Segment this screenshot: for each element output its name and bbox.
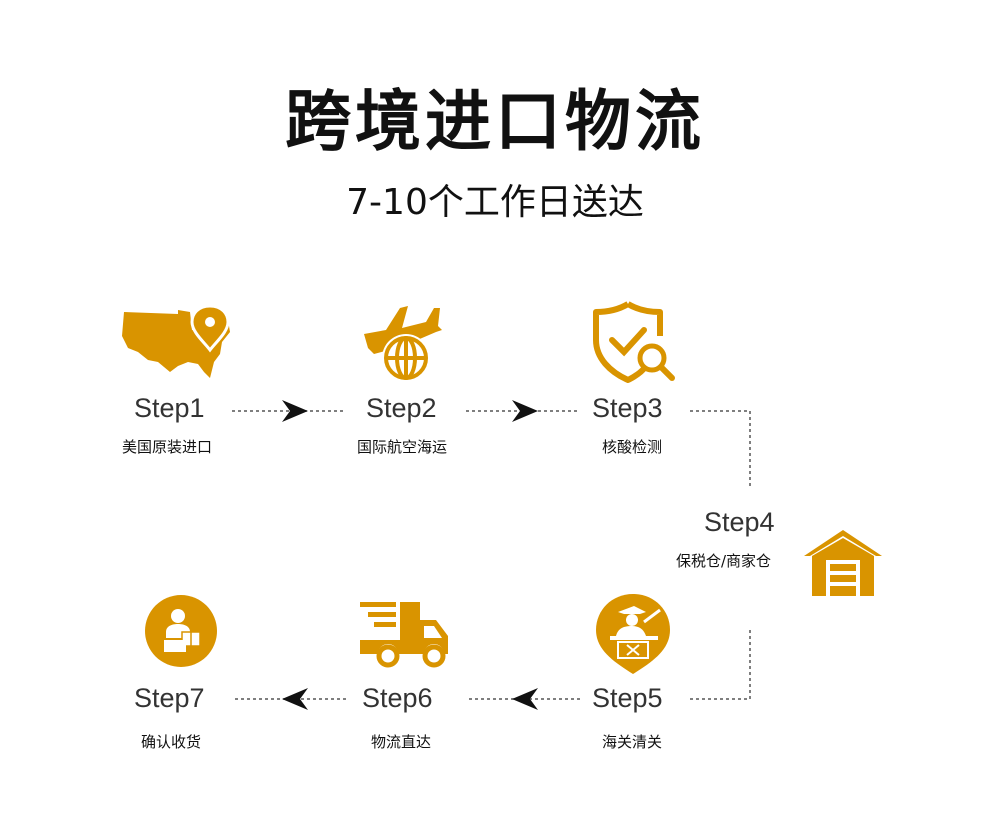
customs-officer-icon <box>596 594 670 674</box>
step4-desc: 保税仓/商家仓 <box>676 552 772 570</box>
step7-label: Step7 <box>134 683 205 713</box>
connector-4-5 <box>690 630 751 700</box>
step6-desc: 物流直达 <box>371 733 432 751</box>
shield-check-search-icon <box>593 301 675 383</box>
step1-label: Step1 <box>134 393 205 423</box>
arrow-2-3 <box>512 400 538 422</box>
usa-map-pin-icon <box>122 304 230 378</box>
step5-desc: 海关清关 <box>602 733 663 751</box>
warehouse-icon <box>804 530 882 596</box>
arrow-6-7 <box>282 688 308 710</box>
step4-label: Step4 <box>704 507 775 537</box>
page-subtitle: 7-10个工作日送达 <box>346 182 644 223</box>
courier-package-icon <box>145 595 217 667</box>
step2-desc: 国际航空海运 <box>357 438 448 456</box>
step2-label: Step2 <box>366 393 437 423</box>
step3-desc: 核酸检测 <box>602 438 663 456</box>
step6-label: Step6 <box>362 683 433 713</box>
step7-desc: 确认收货 <box>141 733 202 751</box>
airplane-globe-icon <box>364 306 442 382</box>
page-title: 跨境进口物流 <box>285 83 705 160</box>
step3-label: Step3 <box>592 393 663 423</box>
step5-label: Step5 <box>592 683 663 713</box>
arrow-5-6 <box>512 688 538 710</box>
arrow-1-2 <box>282 400 308 422</box>
step1-desc: 美国原装进口 <box>122 438 213 456</box>
delivery-truck-icon <box>360 602 448 668</box>
connector-3-4 <box>690 410 751 486</box>
